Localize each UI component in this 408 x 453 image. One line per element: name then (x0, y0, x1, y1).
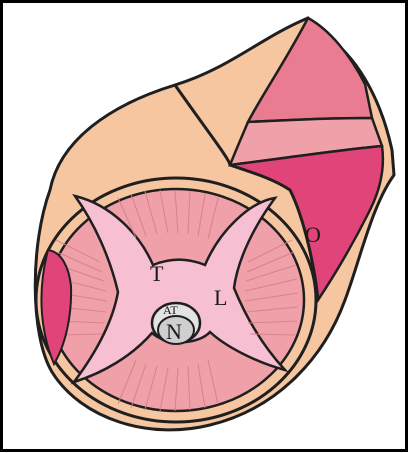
label-n: N (166, 319, 182, 344)
label-o: O (305, 222, 321, 247)
label-t: T (150, 261, 164, 286)
label-l: L (214, 285, 227, 310)
label-at: AT (163, 303, 178, 317)
